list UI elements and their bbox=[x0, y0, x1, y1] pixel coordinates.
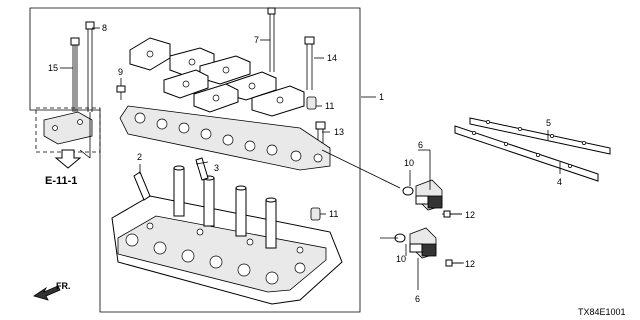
callout-3: 3 bbox=[214, 163, 219, 173]
bolt-7 bbox=[267, 7, 276, 72]
drawing-code: TX84E1001 bbox=[578, 307, 626, 317]
bolt-9 bbox=[116, 85, 126, 100]
dowel-pin-3 bbox=[195, 157, 209, 181]
callout-4: 4 bbox=[557, 177, 562, 187]
callout-10-upper: 10 bbox=[404, 158, 414, 168]
reference-subbox bbox=[35, 107, 101, 169]
callout-14: 14 bbox=[327, 53, 337, 63]
oil-control-valve-lower bbox=[394, 227, 437, 259]
callout-5: 5 bbox=[546, 118, 551, 128]
callout-12-lower: 12 bbox=[465, 259, 475, 269]
bolt-14 bbox=[304, 36, 315, 90]
callout-12-upper: 12 bbox=[465, 210, 475, 220]
rocker-shaft-5 bbox=[469, 117, 611, 155]
bolt-8 bbox=[85, 21, 95, 112]
front-direction-arrow-icon bbox=[33, 285, 61, 301]
callout-2: 2 bbox=[137, 152, 142, 162]
callout-13: 13 bbox=[334, 127, 344, 137]
callout-6-upper: 6 bbox=[418, 140, 423, 150]
ref-arrow-icon bbox=[54, 149, 82, 169]
oil-control-valve-upper bbox=[402, 179, 443, 211]
callout-8: 8 bbox=[102, 23, 107, 33]
callout-7: 7 bbox=[254, 35, 259, 45]
dowel-11-upper bbox=[306, 96, 317, 110]
callout-9: 9 bbox=[118, 67, 123, 77]
callout-10-lower: 10 bbox=[396, 254, 406, 264]
callout-11-upper: 11 bbox=[325, 101, 334, 111]
dowel-pin-2 bbox=[133, 171, 151, 201]
leader-lines bbox=[60, 27, 561, 290]
callout-6-lower: 6 bbox=[415, 294, 420, 304]
callout-1: 1 bbox=[379, 92, 384, 102]
camshaft-assembly bbox=[119, 105, 331, 171]
callout-15: 15 bbox=[48, 63, 58, 73]
dowel-11-lower bbox=[310, 207, 321, 221]
camshaft-holders bbox=[129, 37, 305, 117]
bolt-15 bbox=[70, 37, 80, 112]
front-direction-label: FR. bbox=[56, 281, 71, 291]
callout-11-lower: 11 bbox=[329, 209, 338, 219]
assembly-boundary bbox=[29, 7, 361, 313]
rocker-shaft-4 bbox=[454, 125, 599, 182]
cylinder-head bbox=[111, 195, 343, 305]
reference-label[interactable]: E-11-1 bbox=[45, 175, 77, 187]
